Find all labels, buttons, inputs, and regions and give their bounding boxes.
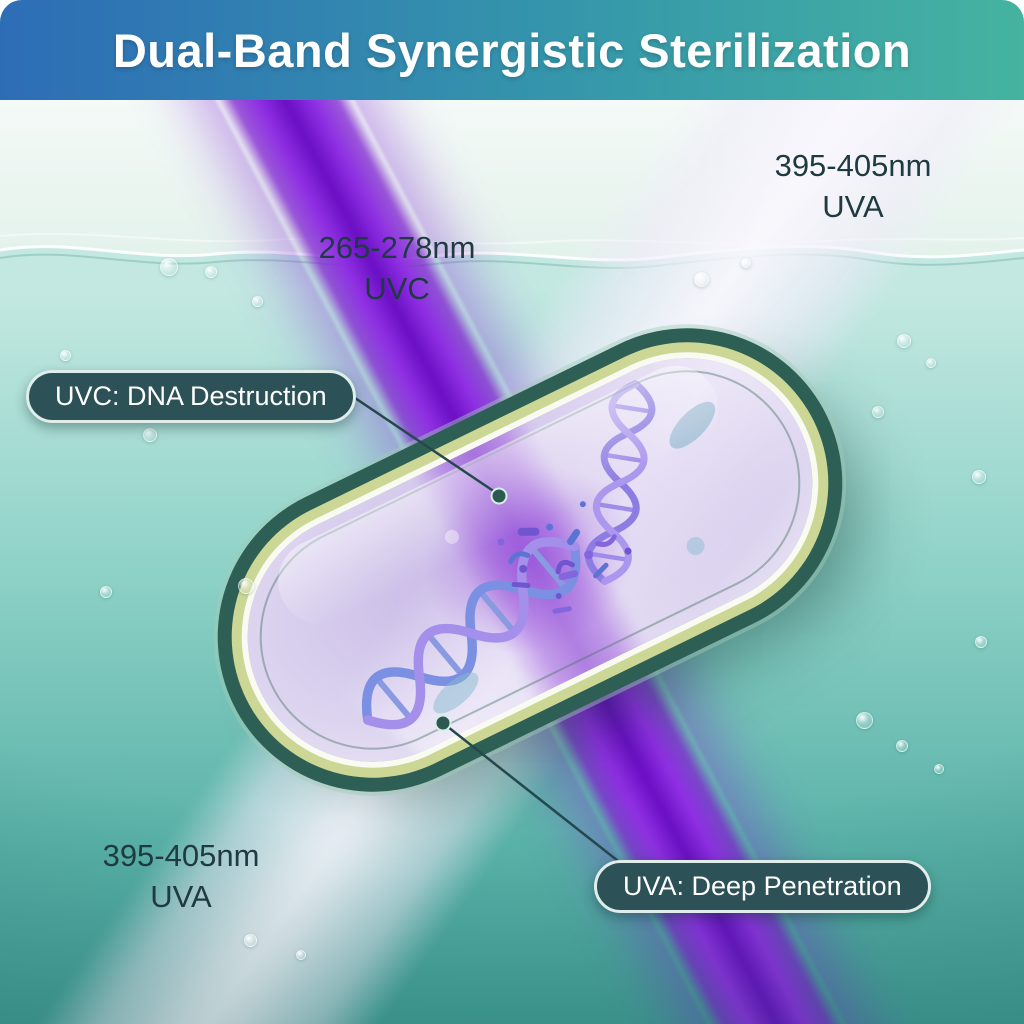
uvc-wavelength-label: 265-278nm UVC bbox=[282, 228, 512, 310]
uva-bottom-wavelength: 395-405nm bbox=[102, 838, 260, 873]
uvc-band: UVC bbox=[364, 270, 430, 306]
title-banner: Dual-Band Synergistic Sterilization bbox=[0, 0, 1024, 100]
underwater-scene: 265-278nm UVC 395-405nm UVA 395-405nm UV… bbox=[0, 100, 1024, 1024]
uva-top-wavelength: 395-405nm bbox=[774, 148, 932, 183]
uvc-wavelength: 265-278nm bbox=[318, 230, 476, 265]
uva-wavelength-label-bottom: 395-405nm UVA bbox=[66, 836, 296, 918]
uva-top-band: UVA bbox=[822, 188, 884, 224]
dna-helix-icon bbox=[585, 380, 656, 585]
uvc-callout-pill: UVC: DNA Destruction bbox=[26, 370, 356, 423]
page-title: Dual-Band Synergistic Sterilization bbox=[112, 23, 912, 77]
uva-bottom-band: UVA bbox=[150, 878, 212, 914]
uva-wavelength-label-top: 395-405nm UVA bbox=[738, 146, 968, 228]
uva-callout-pill: UVA: Deep Penetration bbox=[594, 860, 931, 913]
